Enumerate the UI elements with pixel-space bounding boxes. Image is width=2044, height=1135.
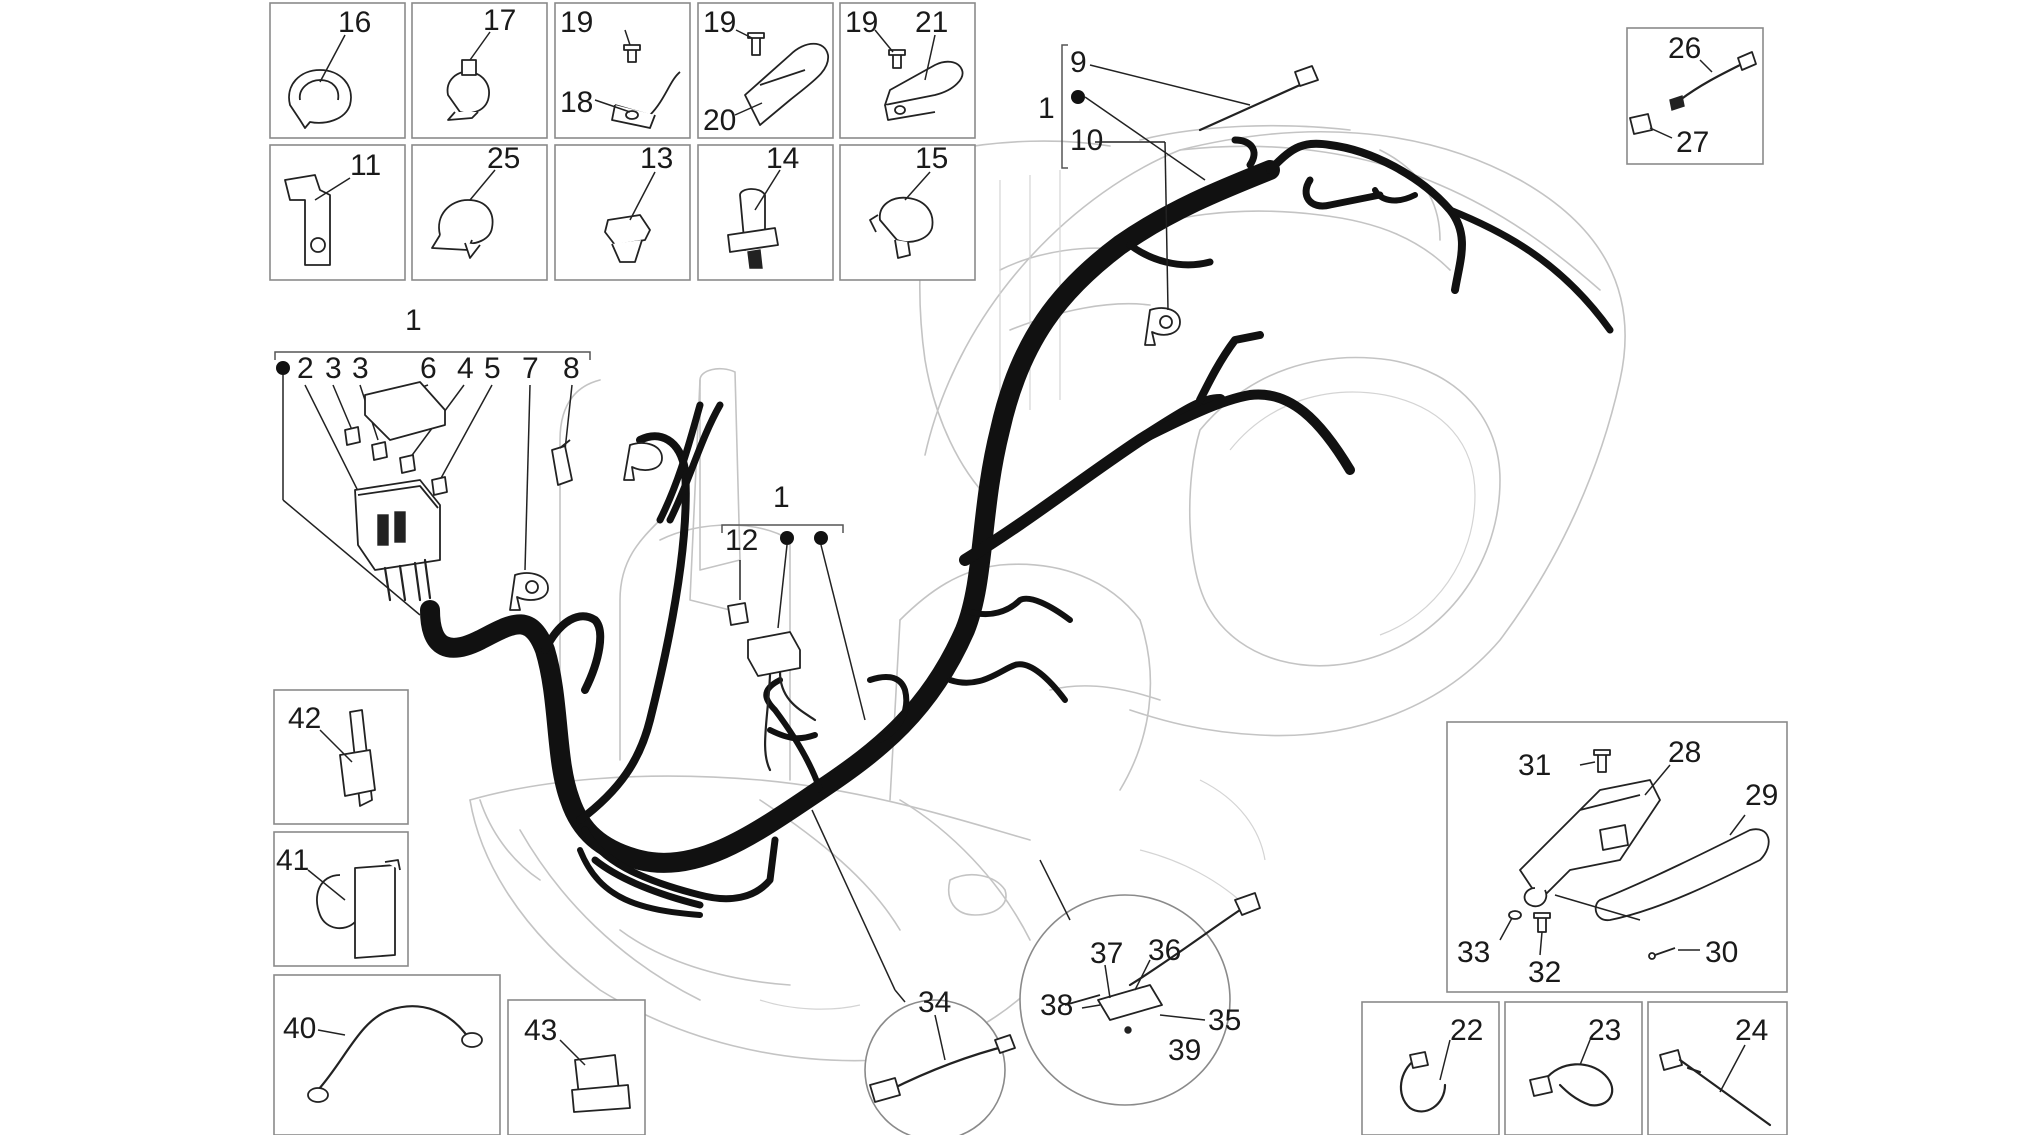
label-8: 8 <box>563 352 580 385</box>
label-31: 31 <box>1518 749 1551 782</box>
harness-clip-front <box>623 442 663 481</box>
label-23: 23 <box>1588 1014 1621 1047</box>
label-22: 22 <box>1450 1014 1483 1047</box>
label-27: 27 <box>1676 126 1709 159</box>
inset-circle-35-39: 37 36 38 35 39 <box>1019 859 1261 1106</box>
label-14: 14 <box>766 142 799 175</box>
part-box-43: 43 <box>507 999 646 1135</box>
label-38: 38 <box>1040 989 1073 1022</box>
harness-clip-7 <box>509 572 549 611</box>
label-29: 29 <box>1745 779 1778 812</box>
label-4: 4 <box>457 352 474 385</box>
part-box-25: 25 <box>411 142 548 281</box>
part-box-40: 40 <box>273 974 501 1135</box>
label-37: 37 <box>1090 937 1123 970</box>
label-3a: 3 <box>325 352 342 385</box>
part-box-14: 14 <box>697 142 834 281</box>
label-1-top: 1 <box>1038 92 1055 125</box>
label-2: 2 <box>297 352 314 385</box>
label-26: 26 <box>1668 32 1701 65</box>
label-11: 11 <box>350 149 381 182</box>
part-box-19-21: 19 21 <box>839 2 976 139</box>
label-19a: 19 <box>560 6 593 39</box>
label-36: 36 <box>1148 934 1181 967</box>
inset-circle-34: 34 <box>811 809 1016 1135</box>
label-39: 39 <box>1168 1034 1201 1067</box>
label-25: 25 <box>487 142 520 175</box>
label-17: 17 <box>483 4 516 37</box>
label-7: 7 <box>522 352 539 385</box>
label-1-left: 1 <box>405 304 422 337</box>
part-box-16: 16 <box>269 2 406 139</box>
part-box-19-20: 19 20 <box>697 2 834 139</box>
label-33: 33 <box>1457 936 1490 969</box>
label-35: 35 <box>1208 1004 1241 1037</box>
part-box-42: 42 <box>273 689 409 825</box>
label-34: 34 <box>918 986 951 1019</box>
label-9: 9 <box>1070 46 1087 79</box>
label-42: 42 <box>288 702 321 735</box>
part-box-22: 22 <box>1361 1001 1500 1135</box>
label-16: 16 <box>338 6 371 39</box>
part-box-11: 11 <box>269 144 406 281</box>
part-box-41: 41 <box>273 831 409 967</box>
label-21: 21 <box>915 6 948 39</box>
label-10: 10 <box>1070 124 1103 157</box>
main-wiring-harness <box>420 136 1614 918</box>
part-box-23: 23 <box>1504 1001 1643 1135</box>
part-box-18-19: 19 18 <box>554 2 691 139</box>
part-box-17: 17 <box>411 2 548 139</box>
callout-group-12: 1 12 <box>721 481 866 772</box>
part-box-13: 13 <box>554 142 691 281</box>
label-3b: 3 <box>352 352 369 385</box>
label-41: 41 <box>276 844 309 877</box>
label-32: 32 <box>1528 956 1561 989</box>
harness-clip-10 <box>1144 307 1181 346</box>
label-15: 15 <box>915 142 948 175</box>
label-13: 13 <box>640 142 673 175</box>
label-5: 5 <box>484 352 501 385</box>
label-6: 6 <box>420 352 437 385</box>
label-40: 40 <box>283 1012 316 1045</box>
label-30: 30 <box>1705 936 1738 969</box>
callout-group-2-8: 1 2 3 3 6 4 5 7 8 <box>274 304 591 616</box>
label-19b: 19 <box>703 6 736 39</box>
part-box-26-27: 26 27 <box>1626 27 1764 165</box>
callout-group-9-10: 9 1 10 <box>1038 44 1319 311</box>
label-20: 20 <box>703 104 736 137</box>
label-12: 12 <box>725 524 758 557</box>
label-43: 43 <box>524 1014 557 1047</box>
part-box-24: 24 <box>1647 1001 1788 1135</box>
part-box-28-33: 31 28 29 33 32 30 <box>1446 721 1788 993</box>
label-24: 24 <box>1735 1014 1768 1047</box>
label-1-mid: 1 <box>773 481 790 514</box>
part-box-15: 15 <box>839 142 976 281</box>
label-28: 28 <box>1668 736 1701 769</box>
label-19c: 19 <box>845 6 878 39</box>
label-18: 18 <box>560 86 593 119</box>
